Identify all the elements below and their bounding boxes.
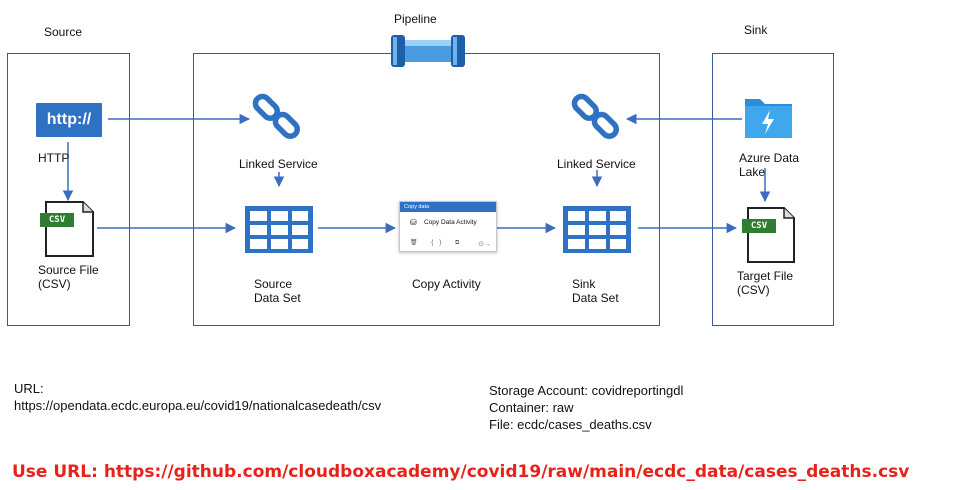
container-text: Container: raw xyxy=(489,400,574,415)
sink-dataset-label-line1: Sink xyxy=(572,277,596,291)
source-dataset-label-line2: Data Set xyxy=(254,291,301,305)
http-label: HTTP xyxy=(38,151,70,165)
copy-data-activity-card[interactable]: Copy data ⛁ Copy Data Activity 🗑 {} ⧉ ⊙→ xyxy=(399,201,497,252)
sink-title: Sink xyxy=(744,23,768,37)
copy-card-arrow-icon: ⊙→ xyxy=(478,241,491,248)
table-icon-source xyxy=(245,206,313,253)
linked-service-left-label: Linked Service xyxy=(239,157,318,171)
table-icon-sink xyxy=(563,206,631,253)
azure-data-lake-icon xyxy=(745,99,792,138)
http-icon: http:// xyxy=(36,103,102,137)
csv-badge-source: CSV xyxy=(48,215,66,225)
url-label: URL: xyxy=(14,381,44,396)
copy-card-tools[interactable]: 🗑 {} ⧉ xyxy=(410,240,466,246)
azure-data-lake-label-line2: Lake xyxy=(739,165,766,179)
copy-card-header: Copy data xyxy=(400,202,496,212)
csv-file-icon-target xyxy=(742,207,795,263)
storage-account-text: Storage Account: covidreportingdl xyxy=(489,383,684,398)
link-icon-right xyxy=(571,93,619,139)
target-file-label-line1: Target File xyxy=(737,269,794,283)
pipeline-title: Pipeline xyxy=(394,12,437,26)
azure-data-lake-label-line1: Azure Data xyxy=(739,151,800,165)
file-text: File: ecdc/cases_deaths.csv xyxy=(489,417,652,432)
source-file-label-line2: (CSV) xyxy=(38,277,71,291)
source-dataset-label-line1: Source xyxy=(254,277,293,291)
use-url-callout: Use URL: https://github.com/cloudboxacad… xyxy=(12,462,910,482)
sink-dataset-label-line2: Data Set xyxy=(572,291,619,305)
csv-badge-target: CSV xyxy=(750,221,768,231)
linked-service-right-label: Linked Service xyxy=(557,157,636,171)
copy-activity-icon: ⛁ xyxy=(410,218,417,227)
copy-card-title: Copy Data Activity xyxy=(424,219,477,226)
link-icon-left xyxy=(252,93,300,139)
csv-file-icon-source xyxy=(40,201,94,257)
source-file-label-line1: Source File xyxy=(38,263,99,277)
source-title: Source xyxy=(44,25,83,39)
target-file-label-line2: (CSV) xyxy=(737,283,770,297)
sink-box xyxy=(712,53,834,326)
url-value: https://opendata.ecdc.europa.eu/covid19/… xyxy=(14,398,382,413)
pipeline-pipe-icon xyxy=(391,35,465,67)
copy-activity-label: Copy Activity xyxy=(412,277,481,291)
